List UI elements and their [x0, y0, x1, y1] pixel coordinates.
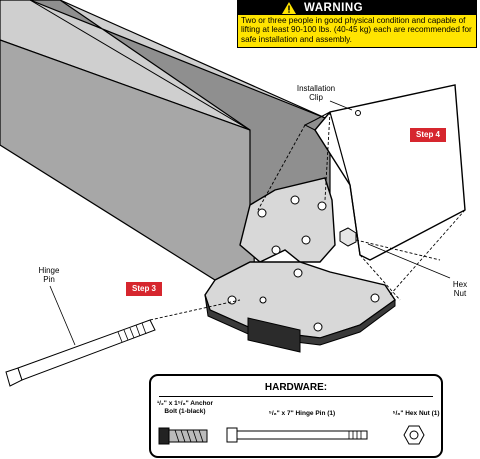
- step-4-badge: Step 4: [410, 128, 447, 142]
- clip-hole: [355, 110, 361, 116]
- assembly-guide-lines: [149, 111, 466, 321]
- hardware-box: HARDWARE: ¹/₂" x 1⁵/₈" Anchor Bolt (1-bl…: [149, 374, 443, 458]
- bracket-hole: [290, 195, 300, 205]
- anchor-bolt-icon: [158, 427, 208, 445]
- bracket-hole: [271, 245, 281, 255]
- hinge-pin-label: Hinge Pin: [38, 266, 60, 284]
- warning-text: Two or three people in good physical con…: [241, 16, 472, 44]
- hinge-pin: [5, 319, 156, 387]
- bracket-hole: [317, 201, 327, 211]
- bracket-hole: [257, 208, 267, 218]
- hardware-title: HARDWARE:: [264, 382, 328, 393]
- warning-title: WARNING: [304, 2, 364, 14]
- leader-lines: [49, 100, 451, 346]
- hinge-pin-hardware-icon: [226, 427, 368, 443]
- hinge-pin-hardware-label: ⁵/₈" x 7" Hinge Pin (1): [268, 410, 336, 417]
- base-hole: [313, 322, 323, 332]
- hex-nut-hardware-icon: [403, 425, 425, 445]
- hex-nut: [339, 227, 357, 247]
- hardware-illustrations: [158, 425, 425, 445]
- hardware-divider: [159, 396, 433, 397]
- hex-nut-label: Hex Nut: [452, 280, 468, 298]
- installation-clip: [314, 84, 466, 261]
- base-hole: [259, 296, 267, 304]
- hex-nut-hardware-label: ⁵/₈" Hex Nut (1): [392, 410, 440, 417]
- installation-clip-label: Installation Clip: [296, 84, 336, 102]
- warning-header: WARNING: [238, 1, 476, 15]
- warning-triangle-icon: [282, 2, 296, 14]
- anchor-bolt-label: ¹/₂" x 1⁵/₈" Anchor Bolt (1-black): [156, 400, 214, 415]
- bracket-vertical-plate: [239, 177, 336, 263]
- base-hole: [293, 268, 303, 278]
- bracket-hole: [301, 235, 311, 245]
- anchor-block: [247, 317, 301, 353]
- step-3-badge: Step 3: [126, 282, 163, 296]
- warning-box: WARNING Two or three people in good phys…: [237, 0, 477, 48]
- base-hole: [370, 293, 380, 303]
